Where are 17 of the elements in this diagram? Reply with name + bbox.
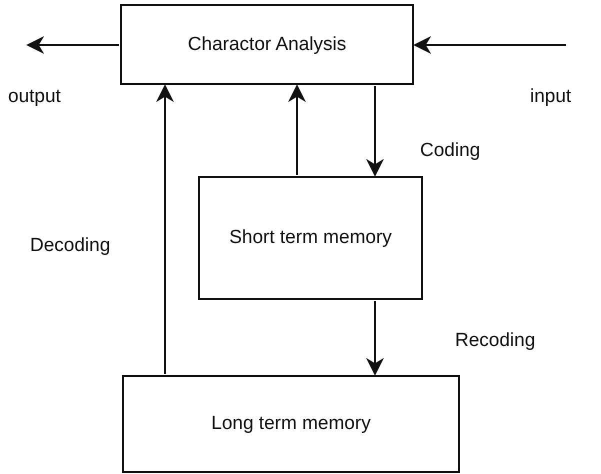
arrow [366,86,384,177]
box-label: Long term memory [211,413,371,435]
edge-label: Recoding [455,330,536,352]
edge-label: input [530,86,572,108]
process-box [120,4,414,85]
edge-label: output [8,86,61,108]
process-box [198,176,423,300]
process-box [122,375,460,473]
box-label: Short term memory [229,227,392,249]
box-label: Charactor Analysis [188,34,346,56]
arrow [366,301,384,376]
edge-label: Decoding [30,235,110,257]
edge-label: Coding [420,140,480,162]
arrow [156,84,174,374]
arrow [413,36,566,54]
arrow [288,84,306,175]
arrow [26,36,119,54]
